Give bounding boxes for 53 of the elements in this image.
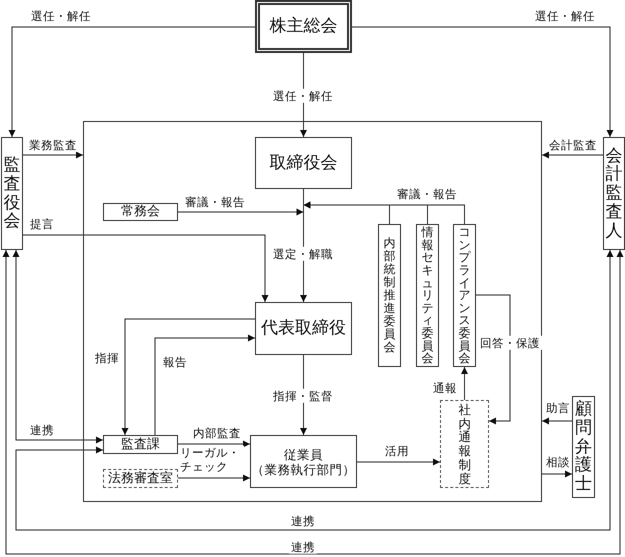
arrow [22,152,84,158]
edge-label: 選定・解職 [271,246,335,262]
arrow [122,318,256,436]
arrow [12,250,104,444]
edge-label: 助言 [544,400,572,416]
edge-label: 連携 [289,540,317,554]
org-box: 内部統制推進委員会 [378,224,401,367]
edge-label: 指揮 [93,350,121,366]
arrow [178,208,304,216]
arrow [542,152,604,158]
edge-label: 提言 [28,216,56,232]
org-box: 会計監査人 [603,137,625,250]
edge-label: 会計監査 [547,138,599,152]
edge-label: 審議・報告 [395,186,459,202]
edge-label: 相談 [544,454,572,470]
org-box: 監査役会 [1,137,23,250]
arrow [542,470,572,478]
edge-label: 連携 [28,422,56,438]
org-box: 情報セキュリティ委員会 [416,224,439,367]
org-box: コンプライアンス委員会 [453,224,476,367]
arrow [300,188,307,302]
arrow [154,334,256,436]
arrow [356,458,440,466]
org-box: 監査課 [103,435,178,454]
edge-label: 指揮・監督 [271,388,335,404]
edge-label: 審議・報告 [183,194,247,210]
arrow [22,234,268,302]
edge-label: 選任・解任 [271,88,335,104]
edge-label: 業務監査 [27,138,79,152]
org-box: 従業員（業務執行部門） [250,435,357,488]
edge-label: 連携 [289,514,317,528]
arrow [476,294,510,424]
arrow [178,474,250,482]
org-box: 顧問弁護士 [572,396,595,498]
arrow [178,440,250,448]
edge-label: 選任・解任 [533,8,597,24]
arrow [542,418,572,424]
arrow [461,366,468,400]
org-box: 法務審査室 [103,469,178,488]
arrow [303,202,465,224]
edge-label: 報告 [161,354,189,370]
org-box: 常務会 [103,203,178,221]
org-box: 代表取締役 [255,302,352,355]
org-box: 株主総会 [255,0,352,53]
org-box: 取締役会 [255,137,352,189]
arrow [352,26,614,138]
edge-label: 内部監査 [191,426,243,440]
org-box: 社内通報制度 [440,400,489,488]
arrow [8,26,256,138]
edge-label: 選任・解任 [29,8,93,24]
edge-label: 回答・保護 [478,336,542,350]
edge-label: リーガル・チェック [178,446,244,474]
edge-label: 通報 [431,380,459,396]
